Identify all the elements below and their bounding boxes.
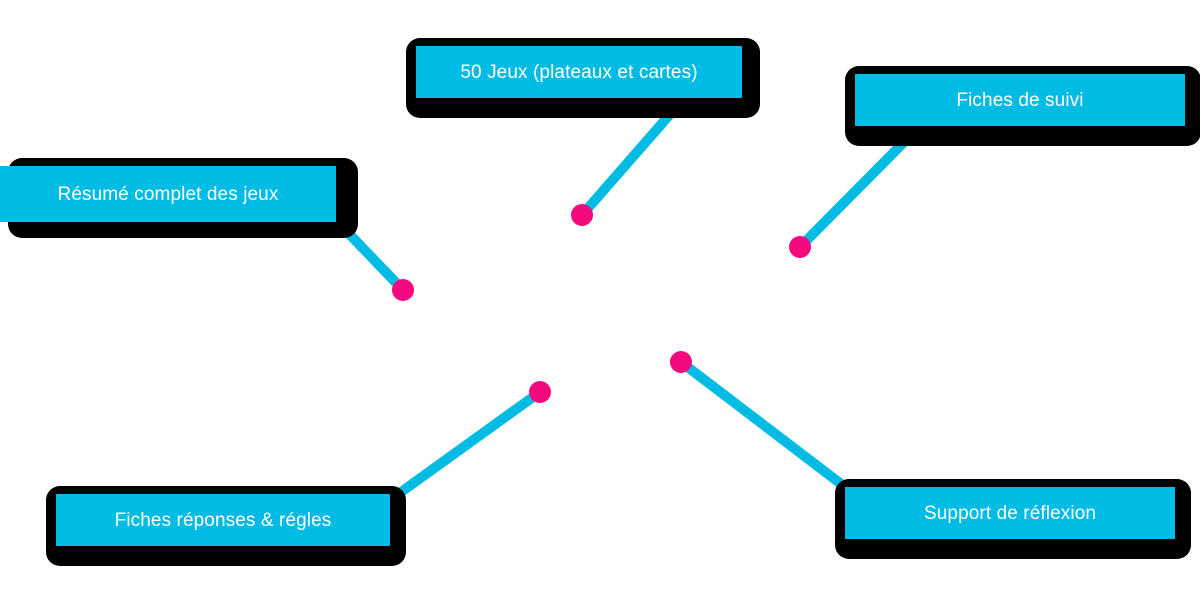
connector-dot-fiches-de-suivi	[789, 236, 811, 258]
callout-label-support-de-reflexion: Support de réflexion	[923, 502, 1097, 524]
connector-dot-50-jeux-plateaux-et-cartes	[571, 204, 593, 226]
connector-line-fiches-reponses-et-regles	[387, 387, 543, 505]
callout-label-resume-complet-des-jeux: Résumé complet des jeux	[57, 183, 279, 205]
connector-line-fiches-de-suivi	[796, 122, 924, 251]
callout-body-support-de-reflexion[interactable]: Support de réflexion	[845, 487, 1175, 539]
callout-body-50-jeux-plateaux-et-cartes[interactable]: 50 Jeux (plateaux et cartes)	[416, 46, 742, 98]
callout-body-fiches-de-suivi[interactable]: Fiches de suivi	[855, 74, 1185, 126]
callout-body-resume-complet-des-jeux[interactable]: Résumé complet des jeux	[0, 166, 336, 222]
connector-dot-resume-complet-des-jeux	[392, 279, 414, 301]
callout-label-fiches-reponses-et-regles: Fiches réponses & régles	[114, 509, 332, 531]
callout-label-50-jeux-plateaux-et-cartes: 50 Jeux (plateaux et cartes)	[460, 61, 698, 83]
callout-label-fiches-de-suivi: Fiches de suivi	[956, 89, 1084, 111]
connector-line-support-de-reflexion	[677, 358, 849, 491]
connector-dot-support-de-reflexion	[670, 351, 692, 373]
callout-body-fiches-reponses-et-regles[interactable]: Fiches réponses & régles	[56, 494, 390, 546]
connector-dot-fiches-reponses-et-regles	[529, 381, 551, 403]
